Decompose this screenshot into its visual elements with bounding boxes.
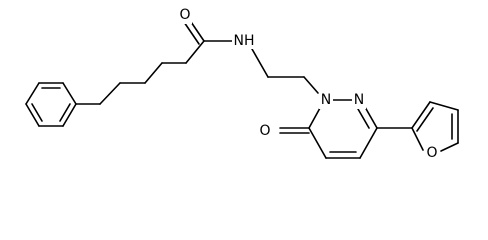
bond <box>183 21 200 45</box>
bond <box>185 40 205 64</box>
ring-nitrogen-1-label: N <box>321 92 331 108</box>
bond <box>411 101 431 129</box>
bond <box>416 107 434 132</box>
bond <box>308 107 321 129</box>
bond <box>364 106 378 129</box>
bond <box>429 101 459 111</box>
bond <box>411 127 424 151</box>
bond <box>440 142 459 152</box>
bond <box>31 103 43 122</box>
ring-nitrogen-2-label: N <box>354 92 364 108</box>
phenyl-ring <box>25 82 77 127</box>
bond <box>59 103 71 122</box>
bond <box>308 127 327 159</box>
structure-canvas: O NH N N O O <box>25 7 459 161</box>
furan-oxygen-label: O <box>426 145 437 161</box>
bond <box>251 48 269 78</box>
ethyl-linker <box>251 48 319 94</box>
bond <box>303 76 319 94</box>
bond <box>357 108 370 129</box>
bond <box>25 103 40 127</box>
furan-ring <box>376 101 459 152</box>
ketone-group <box>279 127 310 134</box>
bond <box>62 82 77 105</box>
bond <box>359 127 378 159</box>
carbonyl-oxygen-label: O <box>179 7 190 23</box>
alkyl-chain <box>75 40 205 105</box>
bond <box>144 62 163 84</box>
pyridazinone-ring <box>308 99 378 159</box>
bond <box>62 103 77 127</box>
bond <box>99 82 121 105</box>
molecule-drawing: O NH N N O O <box>25 7 459 161</box>
bond <box>25 82 40 105</box>
ketone-oxygen-label: O <box>259 123 270 139</box>
amide-nitrogen-label: NH <box>234 33 255 49</box>
